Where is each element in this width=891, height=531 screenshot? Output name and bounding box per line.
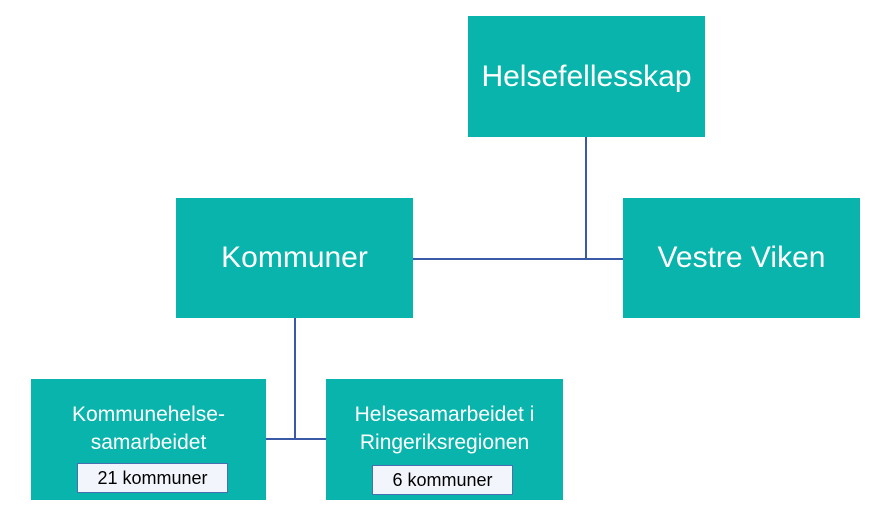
node-label: Vestre Viken bbox=[657, 241, 826, 274]
node-label: Kommunehelse- samarbeidet bbox=[72, 401, 225, 457]
node-label: Helsesamarbeidet i Ringeriksregionen bbox=[355, 401, 535, 457]
node-helsefellesskap: Helsefellesskap bbox=[468, 16, 705, 137]
node-label-line1: Helsesamarbeidet i bbox=[354, 403, 535, 426]
node-vestre-viken: Vestre Viken bbox=[623, 198, 860, 318]
node-kommuner: Kommuner bbox=[176, 198, 413, 318]
node-label-line2: samarbeidet bbox=[90, 431, 207, 454]
count-badge: 6 kommuner bbox=[372, 465, 513, 495]
node-label: Helsefellesskap bbox=[481, 59, 692, 93]
node-label: Kommuner bbox=[221, 241, 368, 274]
node-helsesamarbeidet-ringeriksregionen: Helsesamarbeidet i Ringeriksregionen 6 k… bbox=[326, 379, 563, 500]
node-label-line2: Ringeriksregionen bbox=[359, 431, 530, 454]
count-badge: 21 kommuner bbox=[77, 463, 228, 493]
node-label-line1: Kommunehelse- bbox=[72, 403, 225, 426]
node-kommunehelsesamarbeidet: Kommunehelse- samarbeidet 21 kommuner bbox=[31, 379, 266, 500]
